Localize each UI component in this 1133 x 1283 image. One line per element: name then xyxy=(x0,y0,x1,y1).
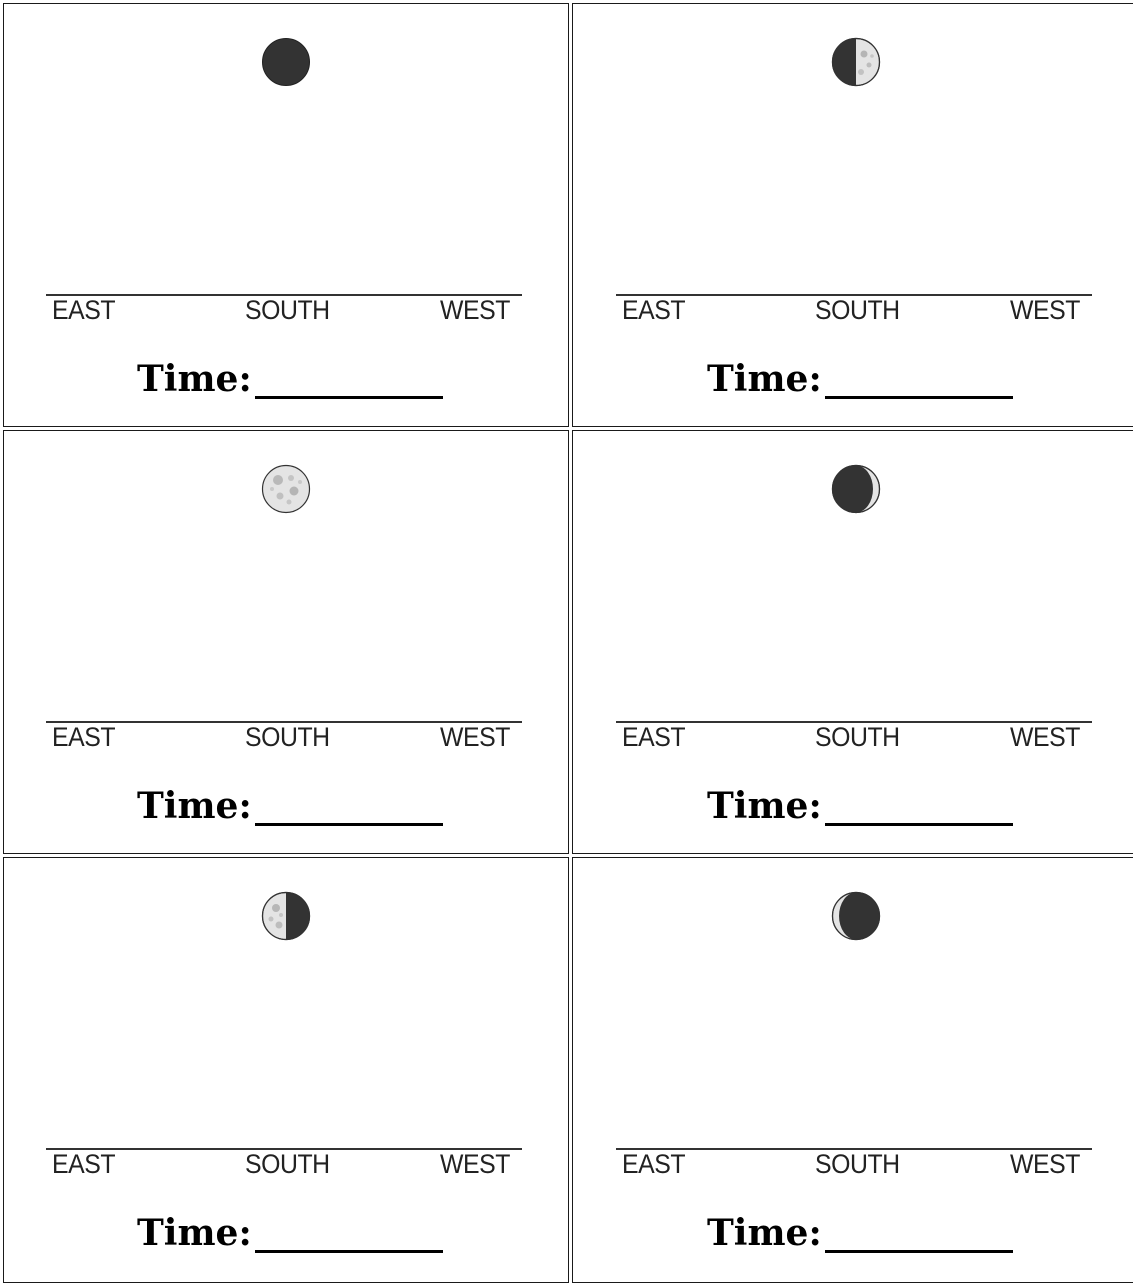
west-label: WEST xyxy=(440,720,510,754)
time-label: Time: xyxy=(707,356,822,402)
time-label: Time: xyxy=(137,356,252,402)
time-label: Time: xyxy=(137,1210,252,1256)
observation-card-first-quarter-moon: EAST SOUTH WEST Time: xyxy=(572,3,1133,427)
time-blank-line[interactable] xyxy=(255,396,443,399)
observation-card-third-quarter-moon: EAST SOUTH WEST Time: xyxy=(3,857,569,1283)
east-label: EAST xyxy=(52,293,115,327)
observation-card-full-moon: EAST SOUTH WEST Time: xyxy=(3,430,569,854)
south-label: SOUTH xyxy=(815,720,900,754)
east-label: EAST xyxy=(622,720,685,754)
time-blank-line[interactable] xyxy=(255,823,443,826)
waning-crescent-moon-icon xyxy=(831,891,881,941)
waxing-crescent-moon-icon xyxy=(831,464,881,514)
south-label: SOUTH xyxy=(815,293,900,327)
third-quarter-moon-icon xyxy=(261,891,311,941)
west-label: WEST xyxy=(440,1147,510,1181)
time-blank-line[interactable] xyxy=(825,823,1013,826)
moon-observation-grid: EAST SOUTH WEST Time: EAST SOUTH WEST Ti… xyxy=(3,3,1133,1279)
time-label: Time: xyxy=(707,1210,822,1256)
observation-card-waxing-crescent-moon: EAST SOUTH WEST Time: xyxy=(572,430,1133,854)
west-label: WEST xyxy=(440,293,510,327)
time-blank-line[interactable] xyxy=(255,1250,443,1253)
west-label: WEST xyxy=(1010,293,1080,327)
west-label: WEST xyxy=(1010,720,1080,754)
time-label: Time: xyxy=(707,783,822,829)
time-label: Time: xyxy=(137,783,252,829)
south-label: SOUTH xyxy=(245,293,330,327)
east-label: EAST xyxy=(622,293,685,327)
east-label: EAST xyxy=(52,1147,115,1181)
first-quarter-moon-icon xyxy=(831,37,881,87)
west-label: WEST xyxy=(1010,1147,1080,1181)
east-label: EAST xyxy=(52,720,115,754)
observation-card-waning-crescent-moon: EAST SOUTH WEST Time: xyxy=(572,857,1133,1283)
south-label: SOUTH xyxy=(245,720,330,754)
south-label: SOUTH xyxy=(245,1147,330,1181)
time-blank-line[interactable] xyxy=(825,1250,1013,1253)
full-moon-icon xyxy=(261,464,311,514)
south-label: SOUTH xyxy=(815,1147,900,1181)
east-label: EAST xyxy=(622,1147,685,1181)
observation-card-new-moon: EAST SOUTH WEST Time: xyxy=(3,3,569,427)
time-blank-line[interactable] xyxy=(825,396,1013,399)
new-moon-icon xyxy=(261,37,311,87)
